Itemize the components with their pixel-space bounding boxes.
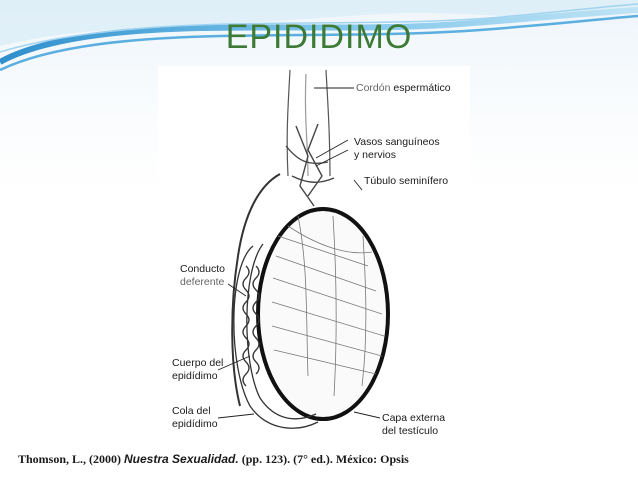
label-capa-1: Capa externa <box>382 412 445 424</box>
citation-author: Thomson, L., (2000) <box>18 452 122 466</box>
label-cola-2: epidídimo <box>172 418 218 430</box>
slide-title: EPIDIDIMO <box>225 18 413 56</box>
header-wave-decoration <box>0 0 638 72</box>
citation-book: Nuestra Sexualidad. <box>124 452 239 466</box>
citation-details: (pp. 123). (7° ed.). México: Opsis <box>241 452 409 466</box>
label-cuerpo-2: epidídimo <box>172 370 218 382</box>
label-cuerpo-1: Cuerpo del <box>172 357 223 369</box>
citation-caption: Thomson, L., (2000) Nuestra Sexualidad. … <box>18 452 409 467</box>
leader-lines <box>217 87 381 419</box>
label-tubulo: Túbulo seminífero <box>364 175 448 187</box>
label-capa-2: del testículo <box>382 425 438 437</box>
epididymis-diagram: Cordón espermático Vasos sanguíneos y ne… <box>158 66 470 438</box>
epididymis <box>233 243 319 429</box>
testis-outer-layer <box>256 207 390 421</box>
seminiferous-lobules <box>271 215 385 397</box>
label-conducto-2: deferente <box>180 276 225 288</box>
caption-background <box>8 443 584 473</box>
label-cordon: Cordón espermático <box>356 82 451 94</box>
label-vasos-2: y nervios <box>354 149 396 161</box>
label-cola-1: Cola del <box>172 405 211 417</box>
vas-deferens <box>231 173 281 407</box>
label-vasos-1: Vasos sanguíneos <box>354 136 440 148</box>
label-conducto-1: Conducto <box>180 263 225 275</box>
spermatic-cord <box>286 69 331 177</box>
